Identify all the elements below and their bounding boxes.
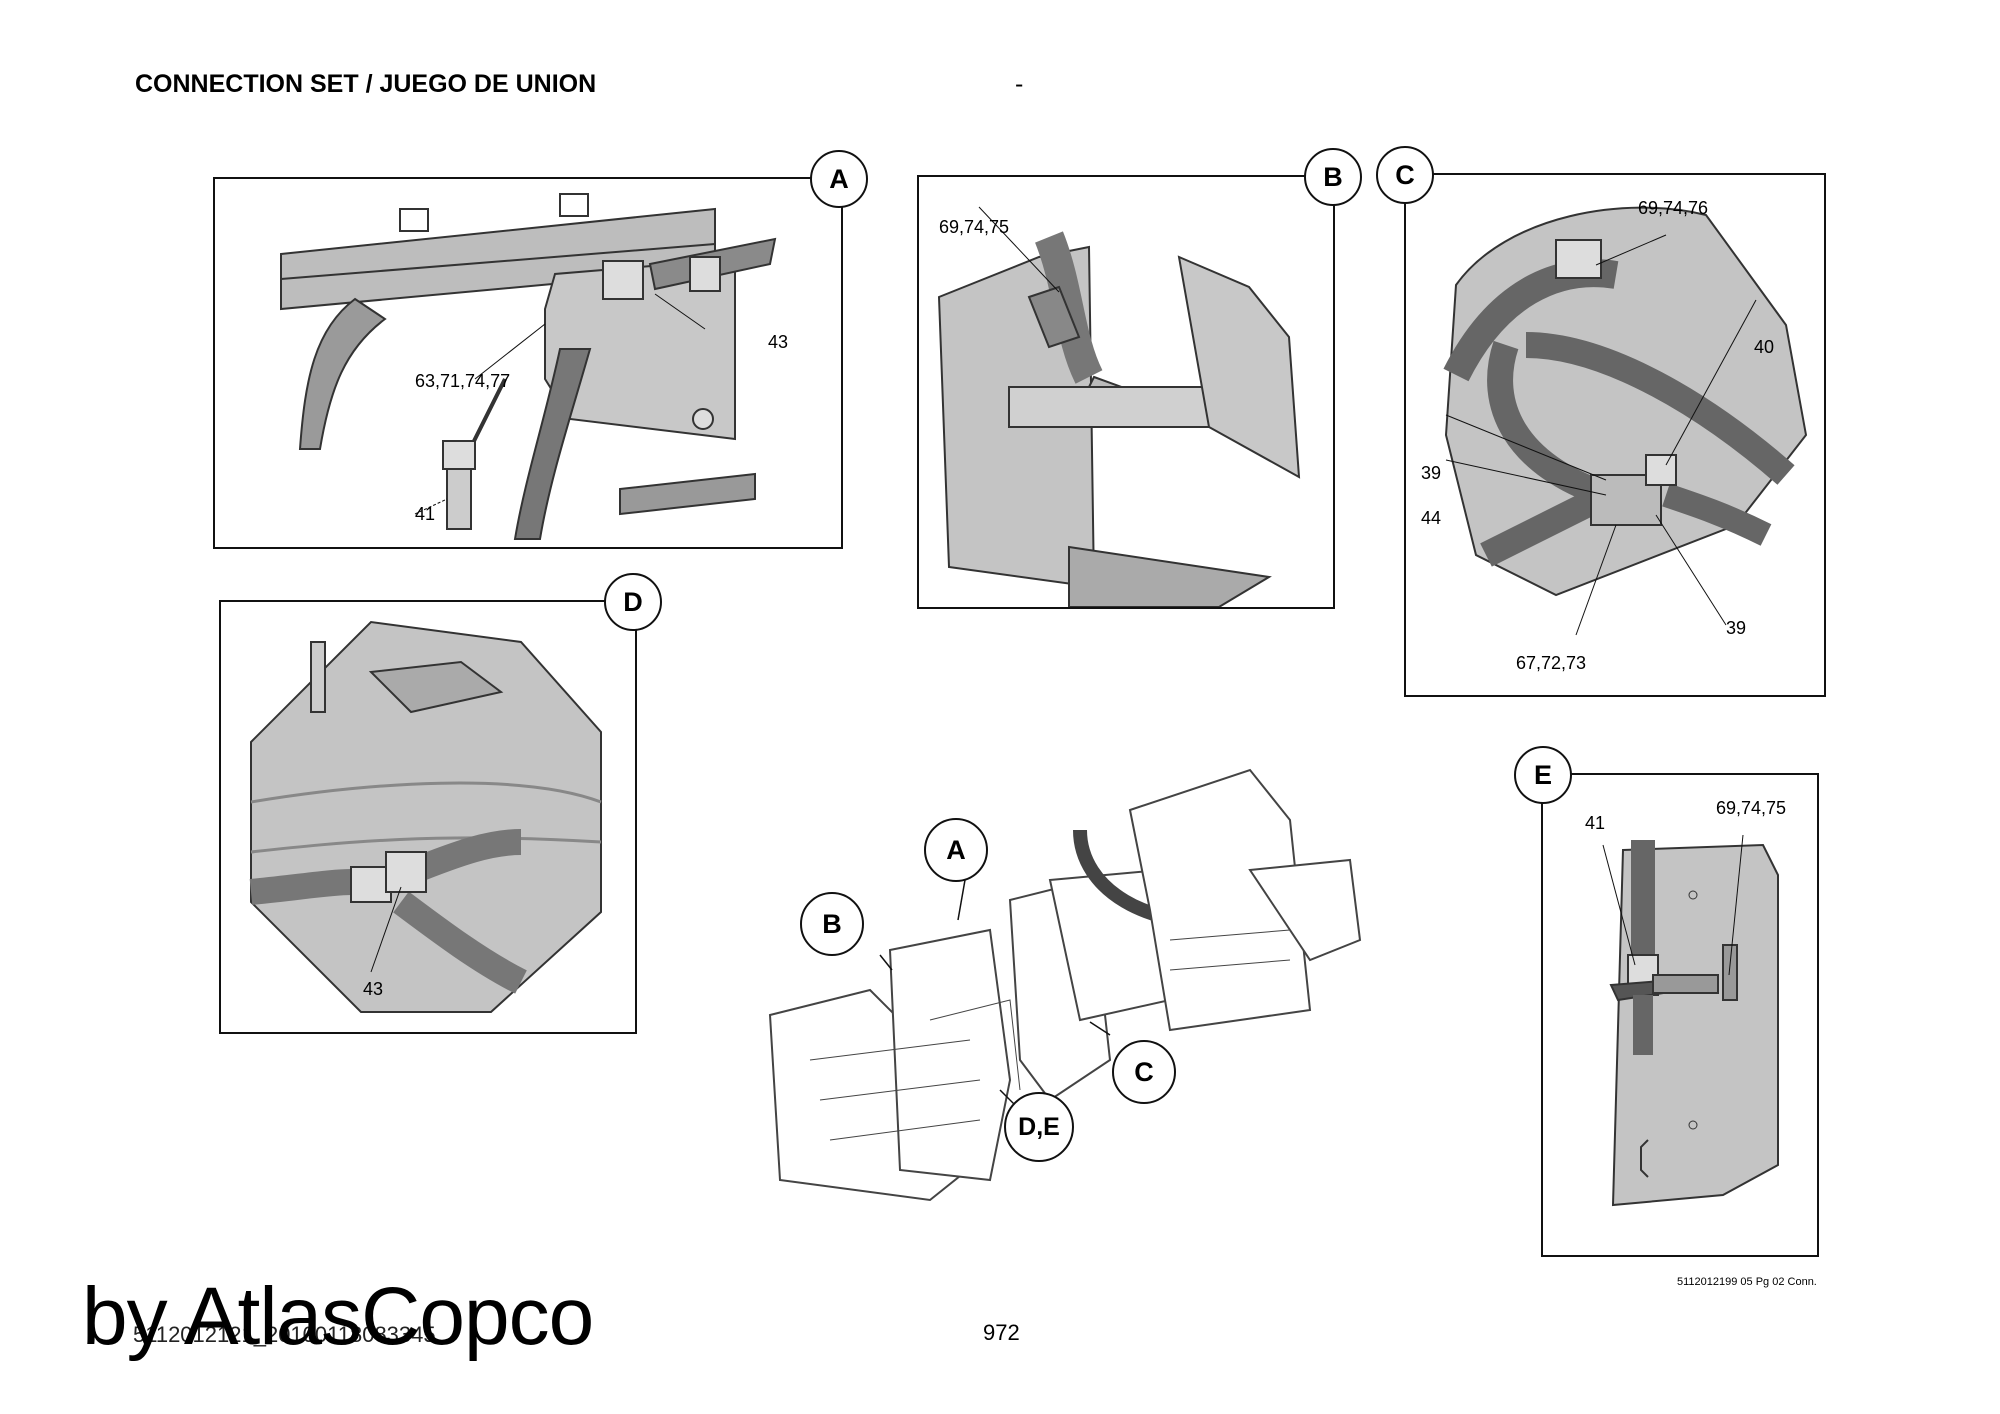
- detail-b-drawing: [937, 206, 1301, 607]
- detail-panel-d: 43: [219, 600, 637, 1034]
- part-label-63-71-74-77: 63,71,74,77: [415, 371, 511, 391]
- callout-a: A: [810, 150, 868, 208]
- part-label-69-74-75-b: 69,74,75: [939, 217, 1010, 237]
- overview-callout-b: B: [800, 892, 864, 956]
- overview-callout-de: D,E: [1004, 1092, 1074, 1162]
- part-label-43-d: 43: [363, 979, 384, 999]
- part-label-39-lower: 39: [1726, 618, 1747, 638]
- overview-callout-c: C: [1112, 1040, 1176, 1104]
- callout-b: B: [1304, 148, 1362, 206]
- part-label-67-72-73: 67,72,73: [1516, 653, 1587, 673]
- callout-c: C: [1376, 146, 1434, 204]
- page-title: CONNECTION SET / JUEGO DE UNION: [135, 70, 597, 98]
- detail-a-drawing: [280, 193, 777, 540]
- detail-panel-b: 69,74,75: [917, 175, 1335, 609]
- detail-c-drawing: [1443, 206, 1808, 636]
- detail-panel-c: 69,74,76 40 39 44 39 67,72,73: [1404, 173, 1826, 697]
- watermark-text: by AtlasCopco: [82, 1271, 594, 1362]
- header-dash: -: [1015, 70, 1024, 98]
- detail-e-drawing: [1602, 834, 1779, 1207]
- machine-overview-svg: [768, 768, 1362, 1202]
- part-label-44: 44: [1421, 508, 1442, 528]
- file-code: 5112012121_20100118083345: [133, 1322, 436, 1347]
- machine-overview-drawing: [750, 760, 1370, 1220]
- page-number: 972: [983, 1320, 1020, 1345]
- part-label-69-74-75-e: 69,74,75: [1716, 798, 1787, 818]
- document-reference: 5112012199 05 Pg 02 Conn.: [1677, 1276, 1817, 1288]
- overview-callout-a: A: [924, 818, 988, 882]
- detail-panel-a: 43 63,71,74,77 41: [213, 177, 843, 549]
- part-label-69-74-76: 69,74,76: [1638, 198, 1709, 218]
- part-label-41-e: 41: [1585, 813, 1606, 833]
- part-label-43-a: 43: [768, 332, 789, 352]
- part-label-40: 40: [1754, 337, 1775, 357]
- detail-panel-e: 41 69,74,75: [1541, 773, 1819, 1257]
- callout-d: D: [604, 573, 662, 631]
- callout-e: E: [1514, 746, 1572, 804]
- part-label-41-a: 41: [415, 504, 436, 524]
- part-label-39-upper: 39: [1421, 463, 1442, 483]
- detail-d-drawing: [249, 620, 602, 1013]
